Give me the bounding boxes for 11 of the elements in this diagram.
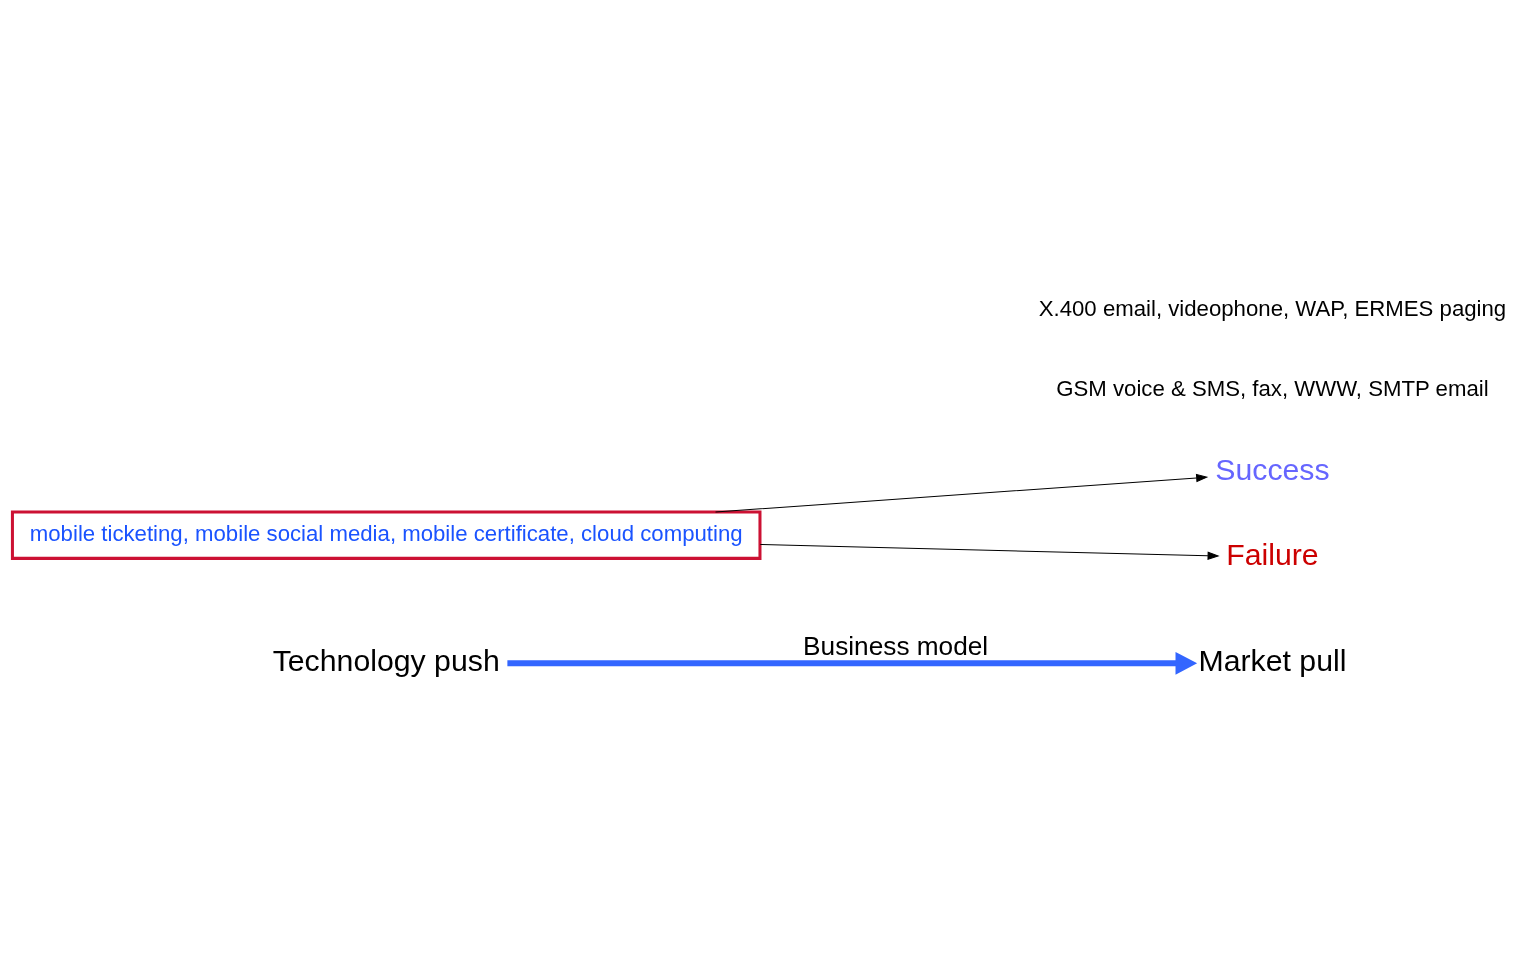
node-text: Success bbox=[1215, 453, 1330, 487]
edge-label: Business model bbox=[803, 631, 989, 662]
node-box: mobile ticketing, mobile social media, mobile certificate, cloud computing bbox=[10, 510, 762, 560]
node-text: Failure bbox=[1226, 537, 1319, 571]
arrow bbox=[507, 651, 1198, 675]
node-text: Market pull bbox=[1198, 643, 1347, 677]
arrow bbox=[759, 544, 1220, 560]
label: GSM voice & SMS, fax, WWW, SMTP email bbox=[1056, 375, 1489, 401]
label: X.400 email, videophone, WAP, ERMES paging bbox=[1038, 295, 1507, 321]
arrow bbox=[715, 473, 1209, 513]
node-text: Technology push bbox=[272, 643, 500, 677]
